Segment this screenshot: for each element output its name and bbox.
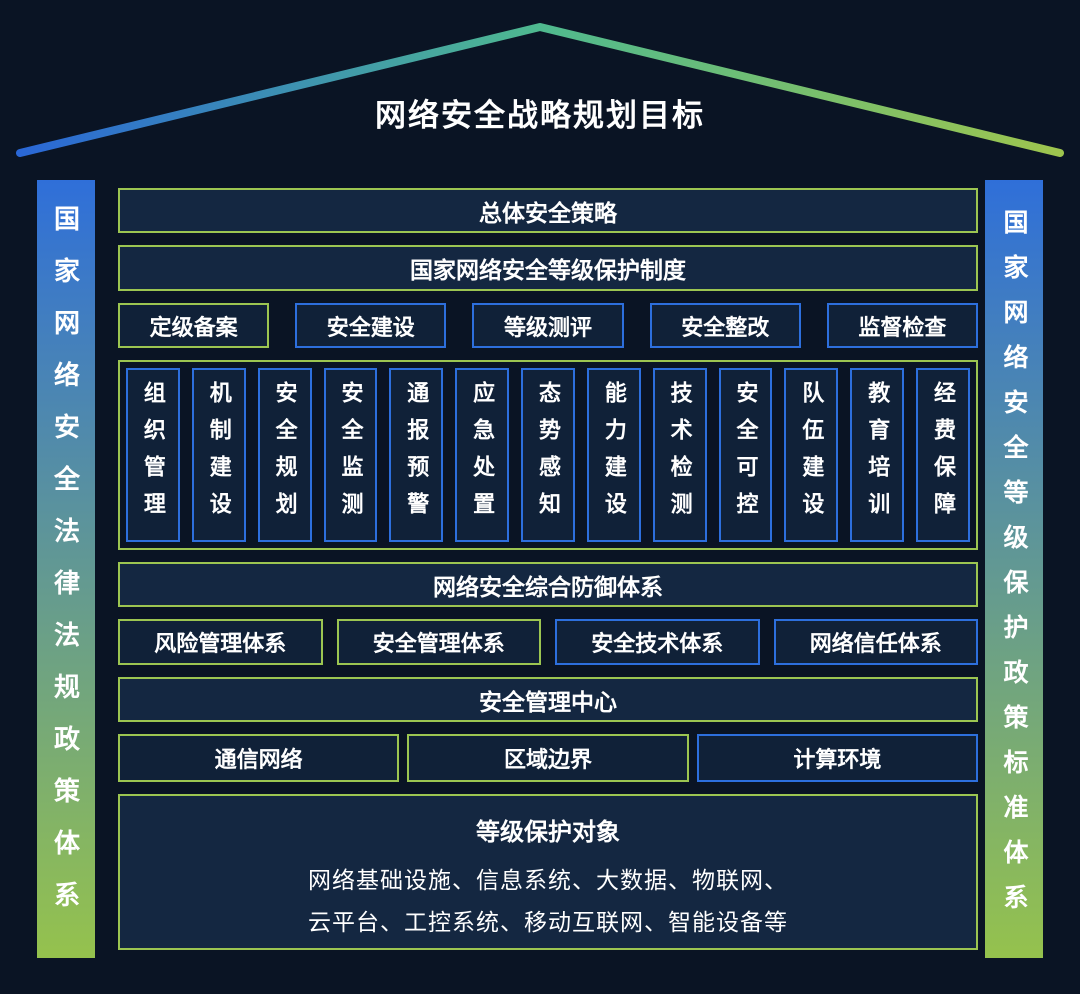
page-title: 网络安全战略规划目标 [375, 98, 705, 133]
capability-item: 态势感知 [521, 368, 575, 542]
bar-overall-strategy: 总体安全策略 [118, 188, 978, 233]
right-pillar-label: 国家网络安全等级保护政策标准体系 [1000, 209, 1028, 929]
capability-item: 安全规划 [257, 368, 312, 542]
capability-item-label: 应急处置 [470, 381, 496, 529]
right-pillar: 国家网络安全等级保护政策标准体系 [985, 180, 1043, 958]
protected-objects-panel: 等级保护对象 网络基础设施、信息系统、大数据、物联网、 云平台、工控系统、移动互… [118, 794, 978, 950]
protected-objects-line2: 云平台、工控系统、移动互联网、智能设备等 [308, 909, 788, 935]
environment-row: 通信网络 区域边界 计算环境 [118, 734, 978, 782]
protected-objects-line1: 网络基础设施、信息系统、大数据、物联网、 [308, 867, 788, 893]
capability-item: 技术检测 [652, 368, 707, 542]
capability-item-label: 安全规划 [272, 381, 298, 529]
system-security-management: 安全管理体系 [336, 619, 541, 665]
systems-row: 风险管理体系 安全管理体系 安全技术体系 网络信任体系 [118, 619, 978, 665]
capability-item-label: 态势感知 [535, 381, 561, 529]
capability-item: 队伍建设 [784, 368, 839, 542]
capability-item: 机制建设 [191, 368, 246, 542]
system-security-technology: 安全技术体系 [555, 619, 760, 665]
environment-regional-boundary: 区域边界 [407, 734, 689, 782]
process-step-security-construction: 安全建设 [295, 303, 447, 348]
capability-item: 教育培训 [850, 368, 905, 542]
capability-item: 经费保障 [916, 368, 970, 542]
capability-item-label: 教育培训 [865, 381, 891, 529]
capability-item-label: 机制建设 [206, 381, 232, 529]
process-step-grade-evaluation: 等级测评 [472, 303, 624, 348]
capability-item-label: 安全监测 [338, 381, 364, 529]
capability-item: 通报预警 [389, 368, 444, 542]
capability-item: 安全可控 [718, 368, 773, 542]
capability-item-label: 技术检测 [667, 381, 693, 529]
capability-item: 能力建设 [586, 368, 641, 542]
capability-item: 安全监测 [323, 368, 378, 542]
left-pillar: 国家网络安全法律法规政策体系 [37, 180, 95, 958]
bar-grading-protection-system: 国家网络安全等级保护制度 [118, 245, 978, 291]
roof-outline-icon [16, 23, 1064, 157]
capability-matrix: 组织管理 机制建设 安全规划 安全监测 通报预警 应急处置 态势感知 能力建设 … [118, 360, 978, 550]
capability-item: 应急处置 [455, 368, 510, 542]
system-network-trust: 网络信任体系 [773, 619, 978, 665]
left-pillar-label: 国家网络安全法律法规政策体系 [50, 205, 81, 933]
process-step-security-rectification: 安全整改 [649, 303, 801, 348]
capability-item-label: 通报预警 [404, 381, 430, 529]
protected-objects-title: 等级保护对象 [476, 819, 620, 846]
capability-item-label: 能力建设 [601, 381, 627, 529]
capability-item: 组织管理 [126, 368, 180, 542]
capability-item-label: 队伍建设 [799, 381, 825, 529]
capability-item-label: 组织管理 [140, 381, 166, 529]
process-row: 定级备案 安全建设 等级测评 安全整改 监督检查 [118, 303, 979, 348]
bar-security-management-center: 安全管理中心 [118, 677, 978, 722]
capability-item-label: 安全可控 [733, 381, 759, 529]
bar-comprehensive-defense: 网络安全综合防御体系 [118, 562, 978, 607]
process-step-supervision-inspection: 监督检查 [826, 303, 979, 348]
process-step-grading-filing: 定级备案 [118, 303, 270, 348]
environment-computing-environment: 计算环境 [696, 734, 978, 782]
main-structure: 总体安全策略 国家网络安全等级保护制度 定级备案 安全建设 等级测评 安全整改 … [118, 188, 979, 950]
environment-communication-network: 通信网络 [118, 734, 400, 782]
system-risk-management: 风险管理体系 [118, 619, 323, 665]
capability-item-label: 经费保障 [931, 381, 957, 529]
